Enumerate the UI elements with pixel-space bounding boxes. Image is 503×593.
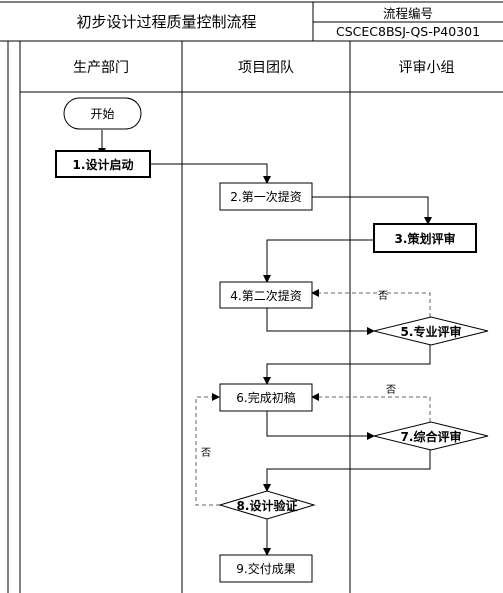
lane-header-review-group: 评审小组: [398, 59, 455, 76]
lane-header-production: 生产部门: [73, 59, 129, 76]
doc-number-label: 流程编号: [382, 5, 433, 21]
decision-diamond-7: [373, 421, 489, 451]
node-8-design-verification: 8.设计验证: [236, 498, 298, 513]
node-9-deliverables: 9.交付成果: [236, 562, 296, 576]
doc-number-value: CSCEC8BSJ-QS-P40301: [335, 24, 481, 39]
lane-header-project-team: 项目团队: [238, 59, 294, 76]
node-6-draft-complete: 6.完成初稿: [236, 391, 296, 405]
start-terminal: [63, 97, 142, 130]
process-box-1: [55, 150, 151, 178]
edge-label-no-5: 否: [378, 291, 388, 302]
page-title: 初步设计过程质量控制流程: [76, 13, 257, 31]
lane-dividers: [181, 41, 351, 593]
shapes: [55, 97, 489, 583]
node-3-planning-review: 3.策划评审: [394, 231, 456, 246]
edge-label-no-7: 否: [386, 385, 396, 396]
start-node-label: 开始: [90, 107, 115, 121]
node-5-discipline-review: 5.专业评审: [400, 324, 462, 339]
process-box-3: [373, 223, 477, 253]
decision-diamond-5: [373, 316, 489, 346]
node-7-comprehensive-review: 7.综合评审: [400, 429, 462, 444]
node-4-second-submission: 4.第二次提资: [230, 288, 302, 303]
process-box-6: [219, 383, 313, 412]
connectors: [98, 130, 432, 556]
decision-diamond-8: [218, 490, 316, 520]
process-box-2: [219, 182, 313, 211]
process-box-9: [219, 554, 313, 583]
node-1-design-start: 1.设计启动: [72, 157, 134, 172]
reject-connectors: [195, 289, 431, 506]
edge-label-no-8: 否: [201, 448, 211, 459]
process-box-4: [219, 281, 313, 309]
node-2-first-submission: 2.第一次提资: [230, 190, 302, 204]
